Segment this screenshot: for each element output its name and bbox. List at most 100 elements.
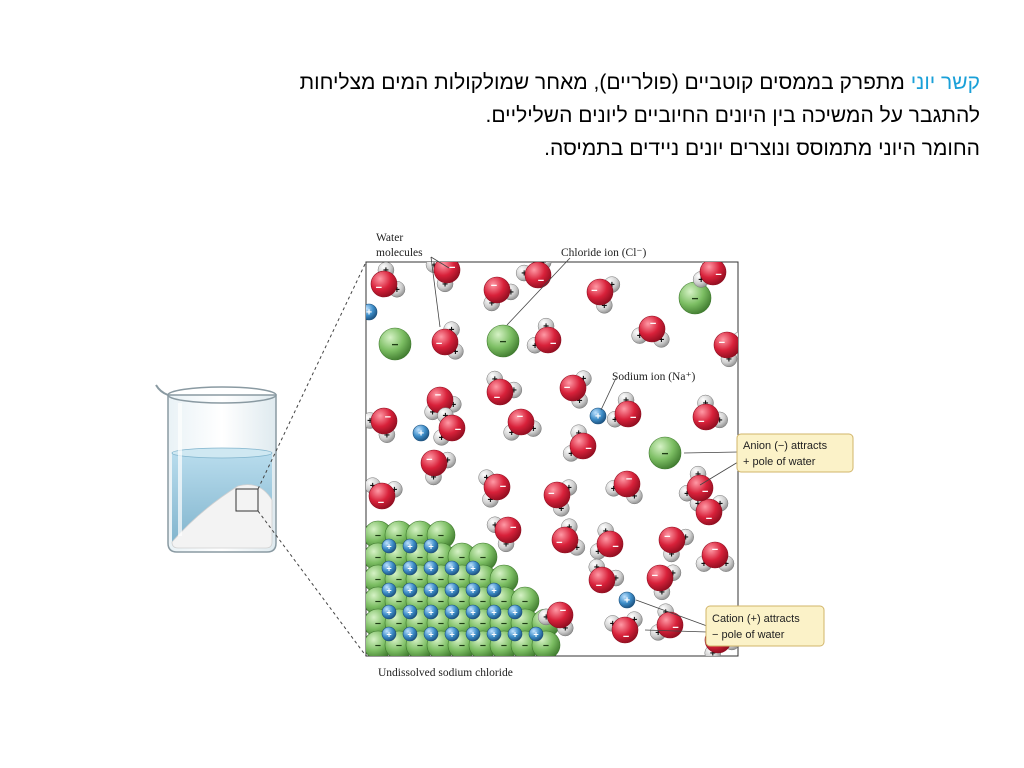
ion-charge-sign: − xyxy=(661,446,668,460)
ion-charge-sign: − xyxy=(396,640,402,652)
water-molecule: ++− xyxy=(425,262,461,293)
partial-charge-sign: + xyxy=(595,547,601,558)
partial-charge-sign: − xyxy=(426,454,432,466)
ion-charge-sign: − xyxy=(480,574,486,586)
sodium-ion: + xyxy=(423,560,439,576)
partial-charge-sign: − xyxy=(719,337,725,349)
partial-charge-sign: + xyxy=(613,574,619,585)
partial-charge-sign: + xyxy=(439,433,445,444)
partial-charge-sign: + xyxy=(568,449,574,460)
partial-charge-sign: + xyxy=(610,619,616,630)
partial-charge-sign: + xyxy=(659,587,665,598)
ion-charge-sign: + xyxy=(491,607,496,617)
partial-charge-sign: + xyxy=(489,299,495,310)
partial-charge-sign: − xyxy=(706,513,712,525)
ion-charge-sign: − xyxy=(501,618,507,630)
partial-charge-sign: + xyxy=(637,331,643,342)
ion-charge-sign: + xyxy=(428,629,433,639)
ion-charge-sign: − xyxy=(522,640,528,652)
partial-charge-sign: − xyxy=(449,262,455,274)
water-molecule: ++− xyxy=(658,526,694,563)
ion-charge-sign: + xyxy=(386,607,391,617)
sodium-ion: + xyxy=(423,626,439,642)
sodium-ion: + xyxy=(507,604,523,620)
ion-charge-sign: − xyxy=(438,552,444,564)
sodium-ion: + xyxy=(402,604,418,620)
chloride-ion: − xyxy=(648,436,682,470)
partial-charge-sign: + xyxy=(655,628,661,639)
chloride-ion-label: Chloride ion (Cl⁻) xyxy=(561,247,646,259)
partial-charge-sign: + xyxy=(431,473,437,484)
partial-charge-sign: + xyxy=(670,568,676,579)
ion-charge-sign: + xyxy=(407,563,412,573)
ion-charge-sign: + xyxy=(470,563,475,573)
partial-charge-sign: + xyxy=(631,491,637,502)
water-molecule: ++− xyxy=(366,477,403,510)
partial-charge-sign: − xyxy=(436,338,442,350)
partial-charge-sign: − xyxy=(435,389,441,401)
sodium-ion: + xyxy=(589,407,607,425)
partial-charge-sign: + xyxy=(723,559,729,570)
water-molecule: ++− xyxy=(503,408,542,441)
partial-charge-sign: + xyxy=(683,533,689,544)
sodium-ion: + xyxy=(486,626,502,642)
partial-charge-sign: − xyxy=(626,473,632,485)
partial-charge-sign: − xyxy=(585,443,591,455)
sodium-ion: + xyxy=(381,560,397,576)
partial-charge-sign: + xyxy=(684,489,690,500)
water-molecule: ++− xyxy=(695,541,735,572)
sodium-ion: + xyxy=(423,538,439,554)
ionic-bond-term: קשר יוני xyxy=(910,71,980,94)
text-line-3: החומר היוני מתמוסס ונוצרים יונים ניידים … xyxy=(544,137,980,160)
water-molecule: ++− xyxy=(420,449,456,486)
partial-charge-sign: + xyxy=(574,543,580,554)
chloride-ion: − xyxy=(678,281,712,315)
slide-text: קשר יוני מתפרק בממסים קוטביים (פולריים),… xyxy=(0,66,980,165)
water-molecule: ++− xyxy=(433,407,466,446)
partial-charge-sign: − xyxy=(560,605,566,617)
molecule-layer: −−−−−−−−−−−−−−−−−−−−−−−−−−−−−−−−−−−−−−−−… xyxy=(366,262,738,656)
zoom-lines xyxy=(257,261,367,657)
ion-charge-sign: + xyxy=(386,541,391,551)
sodium-ion: + xyxy=(412,424,430,442)
ion-charge-sign: − xyxy=(417,574,423,586)
ion-charge-sign: − xyxy=(417,596,423,608)
ion-charge-sign: − xyxy=(417,552,423,564)
partial-charge-sign: − xyxy=(517,411,523,423)
zoom-box xyxy=(235,488,259,512)
sodium-ion: + xyxy=(402,538,418,554)
water-molecule: ++− xyxy=(551,518,586,556)
ion-charge-sign: + xyxy=(491,629,496,639)
ion-charge-sign: + xyxy=(470,607,475,617)
partial-charge-sign: + xyxy=(612,415,618,426)
ion-charge-sign: + xyxy=(449,563,454,573)
water-molecule: ++− xyxy=(631,315,670,348)
ion-charge-sign: − xyxy=(501,574,507,586)
ion-charge-sign: − xyxy=(459,618,465,630)
ion-charge-sign: − xyxy=(417,530,423,542)
partial-charge-sign: − xyxy=(623,631,629,643)
ion-charge-sign: + xyxy=(407,585,412,595)
partial-charge-sign: + xyxy=(543,613,549,624)
ion-charge-sign: − xyxy=(480,618,486,630)
partial-charge-sign: − xyxy=(510,522,516,534)
sodium-ion: + xyxy=(402,626,418,642)
partial-charge-sign: + xyxy=(452,347,458,358)
partial-charge-sign: − xyxy=(385,411,391,423)
water-molecule: ++− xyxy=(526,317,562,354)
sodium-ion: + xyxy=(465,560,481,576)
ion-charge-sign: − xyxy=(480,640,486,652)
water-molecule: ++− xyxy=(649,603,684,641)
sodium-ion: + xyxy=(465,582,481,598)
partial-charge-sign: − xyxy=(564,382,570,394)
water-molecule: ++− xyxy=(559,370,592,409)
partial-charge-sign: + xyxy=(611,484,617,495)
ion-charge-sign: + xyxy=(491,585,496,595)
ion-charge-sign: − xyxy=(391,337,398,351)
water-molecule: ++− xyxy=(424,386,462,421)
ion-charge-sign: + xyxy=(449,629,454,639)
partial-charge-sign: − xyxy=(550,338,556,350)
ion-charge-sign: − xyxy=(417,640,423,652)
partial-charge-sign: − xyxy=(591,285,597,297)
